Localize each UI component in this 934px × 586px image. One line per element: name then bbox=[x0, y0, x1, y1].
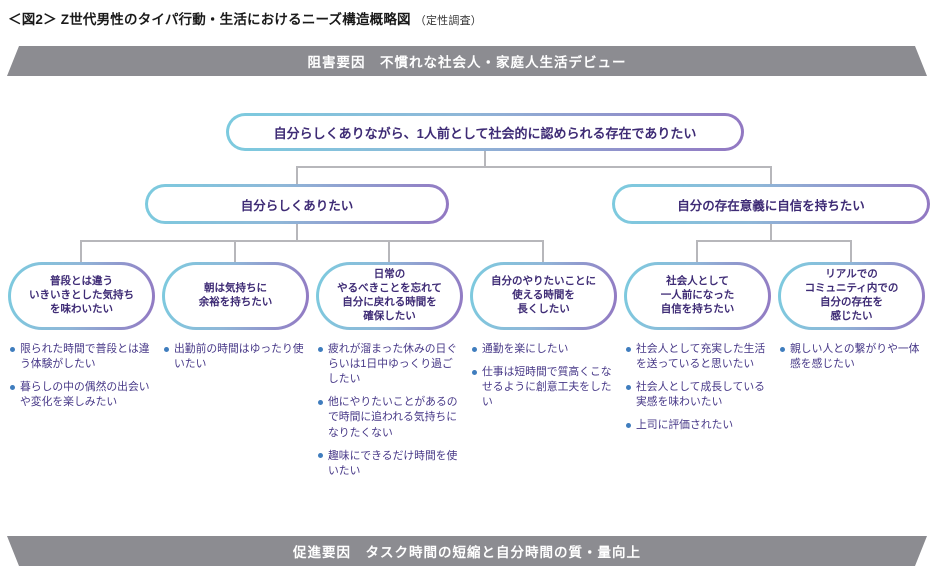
bullet-dot-icon bbox=[626, 422, 631, 428]
bullet-dot-icon bbox=[472, 369, 477, 375]
branch-box-self-worth: 自分の存在意義に自信を持ちたい bbox=[612, 184, 930, 224]
bullet-dot-icon bbox=[780, 346, 785, 352]
inhibitor-banner: 阻害要因 不慣れな社会人・家庭人生活デビュー bbox=[7, 46, 927, 76]
bullet-dot-icon bbox=[472, 346, 477, 352]
need-column-3: 日常の やるべきことを忘れて 自分に戻れる時間を 確保したい 疲れが溜まった休み… bbox=[316, 262, 463, 487]
list-item: 他にやりたいことがあるので時間に追われる気持ちになりたくない bbox=[318, 395, 463, 440]
leaf-need-label-1: 普段とは違う いきいきとした気持ち を味わいたい bbox=[11, 265, 152, 327]
need-column-2: 朝は気持ちに 余裕を持ちたい 出勤前の時間はゆったり使いたい bbox=[162, 262, 309, 380]
connector-leaf3-down bbox=[388, 240, 390, 264]
connector-leaf2-down bbox=[234, 240, 236, 264]
connector-leaf1-down bbox=[80, 240, 82, 264]
leaf-need-label-4: 自分のやりたいことに 使える時間を 長くしたい bbox=[473, 265, 614, 327]
need-column-6: リアルでの コミュニティ内での 自分の存在を 感じたい 親しい人との繋がりや一体… bbox=[778, 262, 925, 380]
bullet-dot-icon bbox=[318, 346, 323, 352]
list-item: 社会人として成長している実感を味わいたい bbox=[626, 380, 771, 410]
connector-branch-left-down bbox=[296, 166, 298, 186]
leaf-need-box-1: 普段とは違う いきいきとした気持ち を味わいたい bbox=[8, 262, 155, 330]
connector-root-down bbox=[484, 150, 486, 167]
bullet-text: 通勤を楽にしたい bbox=[482, 343, 569, 355]
figure-title-text: ＜図2＞ Z世代男性のタイパ行動・生活におけるニーズ構造概略図 bbox=[8, 12, 411, 27]
leaf-need-label-2: 朝は気持ちに 余裕を持ちたい bbox=[165, 265, 306, 327]
list-item: 疲れが溜まった休みの日ぐらいは1日中ゆっくり過ごしたい bbox=[318, 342, 463, 387]
list-item: 親しい人との繋がりや一体感を感じたい bbox=[780, 342, 925, 372]
connector-right-mid-down bbox=[770, 222, 772, 242]
bullet-list-2: 出勤前の時間はゆったり使いたい bbox=[162, 342, 309, 372]
leaf-need-box-5: 社会人として 一人前になった 自信を持ちたい bbox=[624, 262, 771, 330]
bullet-text: 限られた時間で普段とは違う体験がしたい bbox=[20, 343, 150, 371]
leaf-need-box-6: リアルでの コミュニティ内での 自分の存在を 感じたい bbox=[778, 262, 925, 330]
promoter-banner: 促進要因 タスク時間の短縮と自分時間の質・量向上 bbox=[7, 536, 927, 566]
bullet-dot-icon bbox=[318, 399, 323, 405]
bullet-dot-icon bbox=[164, 346, 169, 352]
list-item: 趣味にできるだけ時間を使いたい bbox=[318, 449, 463, 479]
bullet-text: 疲れが溜まった休みの日ぐらいは1日中ゆっくり過ごしたい bbox=[328, 343, 458, 386]
bullet-dot-icon bbox=[626, 346, 631, 352]
bullet-text: 出勤前の時間はゆったり使いたい bbox=[174, 343, 304, 371]
list-item: 出勤前の時間はゆったり使いたい bbox=[164, 342, 309, 372]
leaf-need-label-3: 日常の やるべきことを忘れて 自分に戻れる時間を 確保したい bbox=[319, 265, 460, 327]
connector-left-horizontal bbox=[80, 240, 544, 242]
connector-left-mid-down bbox=[296, 222, 298, 242]
bullet-text: 社会人として充実した生活を送っていると思いたい bbox=[636, 343, 766, 371]
need-column-1: 普段とは違う いきいきとした気持ち を味わいたい 限られた時間で普段とは違う体験… bbox=[8, 262, 155, 418]
bullet-list-6: 親しい人との繋がりや一体感を感じたい bbox=[778, 342, 925, 372]
bullet-list-4: 通勤を楽にしたい 仕事は短時間で質高くこなせるように創意工夫をしたい bbox=[470, 342, 617, 410]
root-need-label: 自分らしくありながら、1人前として社会的に認められる存在でありたい bbox=[229, 116, 741, 148]
leaf-need-box-4: 自分のやりたいことに 使える時間を 長くしたい bbox=[470, 262, 617, 330]
bullet-text: 上司に評価されたい bbox=[636, 419, 734, 432]
promoter-banner-label: 促進要因 タスク時間の短縮と自分時間の質・量向上 bbox=[293, 545, 641, 560]
bullet-list-1: 限られた時間で普段とは違う体験がしたい 暮らしの中の偶然の出会いや変化を楽しみた… bbox=[8, 342, 155, 410]
list-item: 暮らしの中の偶然の出会いや変化を楽しみたい bbox=[10, 380, 155, 410]
bullet-list-3: 疲れが溜まった休みの日ぐらいは1日中ゆっくり過ごしたい 他にやりたいことがあるの… bbox=[316, 342, 463, 479]
connector-leaf6-down bbox=[850, 240, 852, 264]
bullet-text: 親しい人との繋がりや一体感を感じたい bbox=[790, 343, 920, 371]
list-item: 通勤を楽にしたい bbox=[472, 342, 617, 357]
bullet-text: 他にやりたいことがあるので時間に追われる気持ちになりたくない bbox=[328, 396, 458, 439]
need-column-5: 社会人として 一人前になった 自信を持ちたい 社会人として充実した生活を送ってい… bbox=[624, 262, 771, 442]
connector-branch-right-down bbox=[770, 166, 772, 186]
connector-leaf5-down bbox=[696, 240, 698, 264]
branch-label-self-worth: 自分の存在意義に自信を持ちたい bbox=[615, 187, 927, 221]
connector-top-horizontal bbox=[296, 166, 772, 168]
bullet-text: 暮らしの中の偶然の出会いや変化を楽しみたい bbox=[20, 381, 150, 409]
connector-right-horizontal bbox=[696, 240, 852, 242]
bullet-text: 社会人として成長している実感を味わいたい bbox=[636, 381, 765, 409]
list-item: 限られた時間で普段とは違う体験がしたい bbox=[10, 342, 155, 372]
bullet-dot-icon bbox=[10, 346, 15, 352]
root-need-box: 自分らしくありながら、1人前として社会的に認められる存在でありたい bbox=[226, 113, 744, 151]
figure-title: ＜図2＞ Z世代男性のタイパ行動・生活におけるニーズ構造概略図（定性調査） bbox=[8, 8, 482, 28]
branch-label-be-myself: 自分らしくありたい bbox=[148, 187, 446, 221]
bullet-text: 趣味にできるだけ時間を使いたい bbox=[328, 449, 458, 477]
list-item: 仕事は短時間で質高くこなせるように創意工夫をしたい bbox=[472, 365, 617, 410]
leaf-need-label-5: 社会人として 一人前になった 自信を持ちたい bbox=[627, 265, 768, 327]
leaf-need-label-6: リアルでの コミュニティ内での 自分の存在を 感じたい bbox=[781, 265, 922, 327]
bullet-dot-icon bbox=[318, 453, 323, 459]
figure-title-note: （定性調査） bbox=[414, 15, 482, 27]
connector-leaf4-down bbox=[542, 240, 544, 264]
need-column-4: 自分のやりたいことに 使える時間を 長くしたい 通勤を楽にしたい 仕事は短時間で… bbox=[470, 262, 617, 418]
list-item: 上司に評価されたい bbox=[626, 418, 771, 433]
bullet-list-5: 社会人として充実した生活を送っていると思いたい 社会人として成長している実感を味… bbox=[624, 342, 771, 434]
bullet-dot-icon bbox=[626, 384, 631, 390]
bullet-text: 仕事は短時間で質高くこなせるように創意工夫をしたい bbox=[482, 366, 612, 409]
leaf-need-box-3: 日常の やるべきことを忘れて 自分に戻れる時間を 確保したい bbox=[316, 262, 463, 330]
bullet-dot-icon bbox=[10, 384, 15, 390]
inhibitor-banner-label: 阻害要因 不慣れな社会人・家庭人生活デビュー bbox=[307, 55, 627, 70]
leaf-need-box-2: 朝は気持ちに 余裕を持ちたい bbox=[162, 262, 309, 330]
branch-box-be-myself: 自分らしくありたい bbox=[145, 184, 449, 224]
list-item: 社会人として充実した生活を送っていると思いたい bbox=[626, 342, 771, 372]
